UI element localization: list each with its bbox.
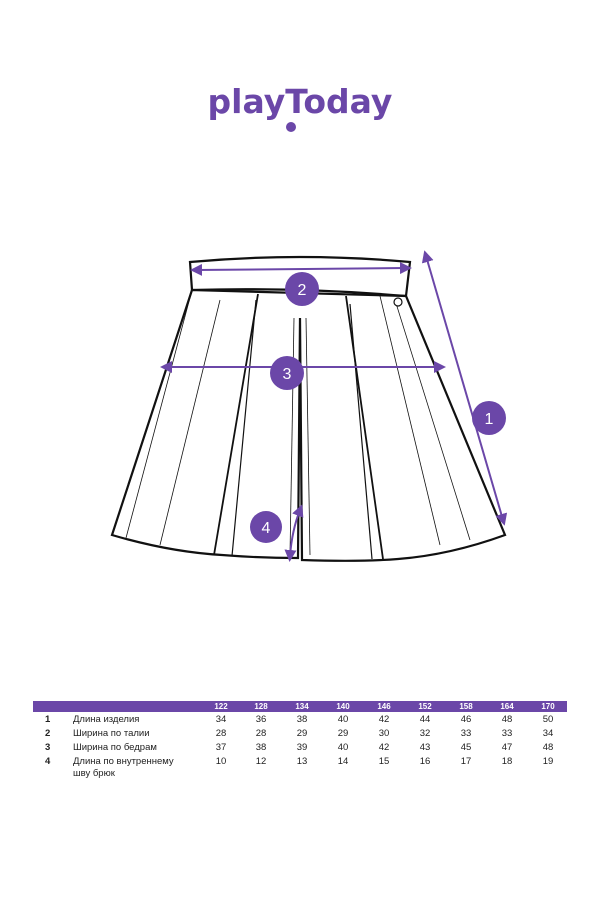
size-header: 164 bbox=[500, 702, 514, 711]
skirt-body-outline bbox=[110, 288, 507, 562]
size-header: 128 bbox=[254, 702, 268, 711]
row-number: 2 bbox=[45, 728, 51, 739]
table-cell: 34 bbox=[542, 728, 554, 739]
table-cell: 34 bbox=[215, 714, 227, 725]
skort-technical-drawing: 2 3 1 4 bbox=[110, 250, 508, 562]
table-cell: 38 bbox=[255, 742, 267, 753]
marker-label: 1 bbox=[485, 411, 494, 428]
table-cell: 36 bbox=[255, 714, 267, 725]
marker-label: 3 bbox=[283, 366, 292, 383]
table-cell: 30 bbox=[378, 728, 390, 739]
row-number: 3 bbox=[45, 742, 51, 753]
marker-1: 1 bbox=[472, 401, 506, 435]
table-cell: 12 bbox=[255, 756, 267, 767]
measure-line-1 bbox=[421, 250, 508, 526]
table-cell: 44 bbox=[419, 714, 431, 725]
table-cell: 13 bbox=[296, 756, 308, 767]
size-header: 146 bbox=[377, 702, 391, 711]
table-row: 2 Ширина по талии 28 28 29 29 30 32 33 3… bbox=[33, 726, 567, 740]
table-cell: 50 bbox=[542, 714, 554, 725]
size-table: 122 128 134 140 146 152 158 164 170 1 Дл… bbox=[33, 701, 567, 780]
row-number: 4 bbox=[45, 756, 51, 767]
logo-dot bbox=[286, 122, 296, 132]
marker-3: 3 bbox=[270, 356, 304, 390]
row-label: Длина изделия bbox=[73, 714, 140, 725]
brand-logo: playToday bbox=[207, 82, 393, 121]
table-cell: 38 bbox=[296, 714, 308, 725]
table-cell: 40 bbox=[337, 742, 349, 753]
table-cell: 18 bbox=[501, 756, 513, 767]
measure-line-4 bbox=[284, 504, 304, 562]
table-cell: 39 bbox=[296, 742, 308, 753]
row-label: Ширина по талии bbox=[73, 728, 150, 739]
table-cell: 17 bbox=[460, 756, 472, 767]
table-cell: 29 bbox=[337, 728, 349, 739]
table-row: 1 Длина изделия 34 36 38 40 42 44 46 48 … bbox=[33, 712, 567, 726]
table-cell: 47 bbox=[501, 742, 513, 753]
table-cell: 33 bbox=[501, 728, 513, 739]
table-cell: 48 bbox=[542, 742, 554, 753]
table-cell: 32 bbox=[419, 728, 431, 739]
row-number: 1 bbox=[45, 714, 51, 725]
table-row: 3 Ширина по бедрам 37 38 39 40 42 43 45 … bbox=[33, 740, 567, 754]
size-header: 158 bbox=[459, 702, 473, 711]
marker-label: 2 bbox=[298, 282, 307, 299]
measure-line-2 bbox=[190, 262, 412, 276]
table-cell: 40 bbox=[337, 714, 349, 725]
marker-label: 4 bbox=[262, 520, 271, 537]
table-cell: 45 bbox=[460, 742, 472, 753]
table-cell: 14 bbox=[337, 756, 349, 767]
row-label: Длина по внутреннему шву брюк bbox=[73, 756, 174, 779]
table-row: 4 Длина по внутреннему шву брюк 10 12 13… bbox=[33, 754, 567, 780]
size-header: 140 bbox=[336, 702, 350, 711]
table-cell: 28 bbox=[215, 728, 227, 739]
table-cell: 16 bbox=[419, 756, 431, 767]
size-header: 152 bbox=[418, 702, 432, 711]
table-cell: 10 bbox=[215, 756, 227, 767]
row-label: Ширина по бедрам bbox=[73, 742, 157, 753]
button-icon bbox=[393, 297, 403, 307]
size-table-header: 122 128 134 140 146 152 158 164 170 bbox=[33, 701, 567, 712]
table-cell: 42 bbox=[378, 742, 390, 753]
table-cell: 29 bbox=[296, 728, 308, 739]
table-cell: 46 bbox=[460, 714, 472, 725]
table-cell: 19 bbox=[542, 756, 554, 767]
table-cell: 15 bbox=[378, 756, 390, 767]
table-cell: 43 bbox=[419, 742, 431, 753]
marker-4: 4 bbox=[250, 511, 282, 543]
table-cell: 28 bbox=[255, 728, 267, 739]
size-header: 134 bbox=[295, 702, 309, 711]
table-cell: 48 bbox=[501, 714, 513, 725]
table-cell: 42 bbox=[378, 714, 390, 725]
size-header: 122 bbox=[214, 702, 228, 711]
marker-2: 2 bbox=[285, 272, 319, 306]
table-cell: 37 bbox=[215, 742, 227, 753]
size-header: 170 bbox=[541, 702, 555, 711]
table-cell: 33 bbox=[460, 728, 472, 739]
